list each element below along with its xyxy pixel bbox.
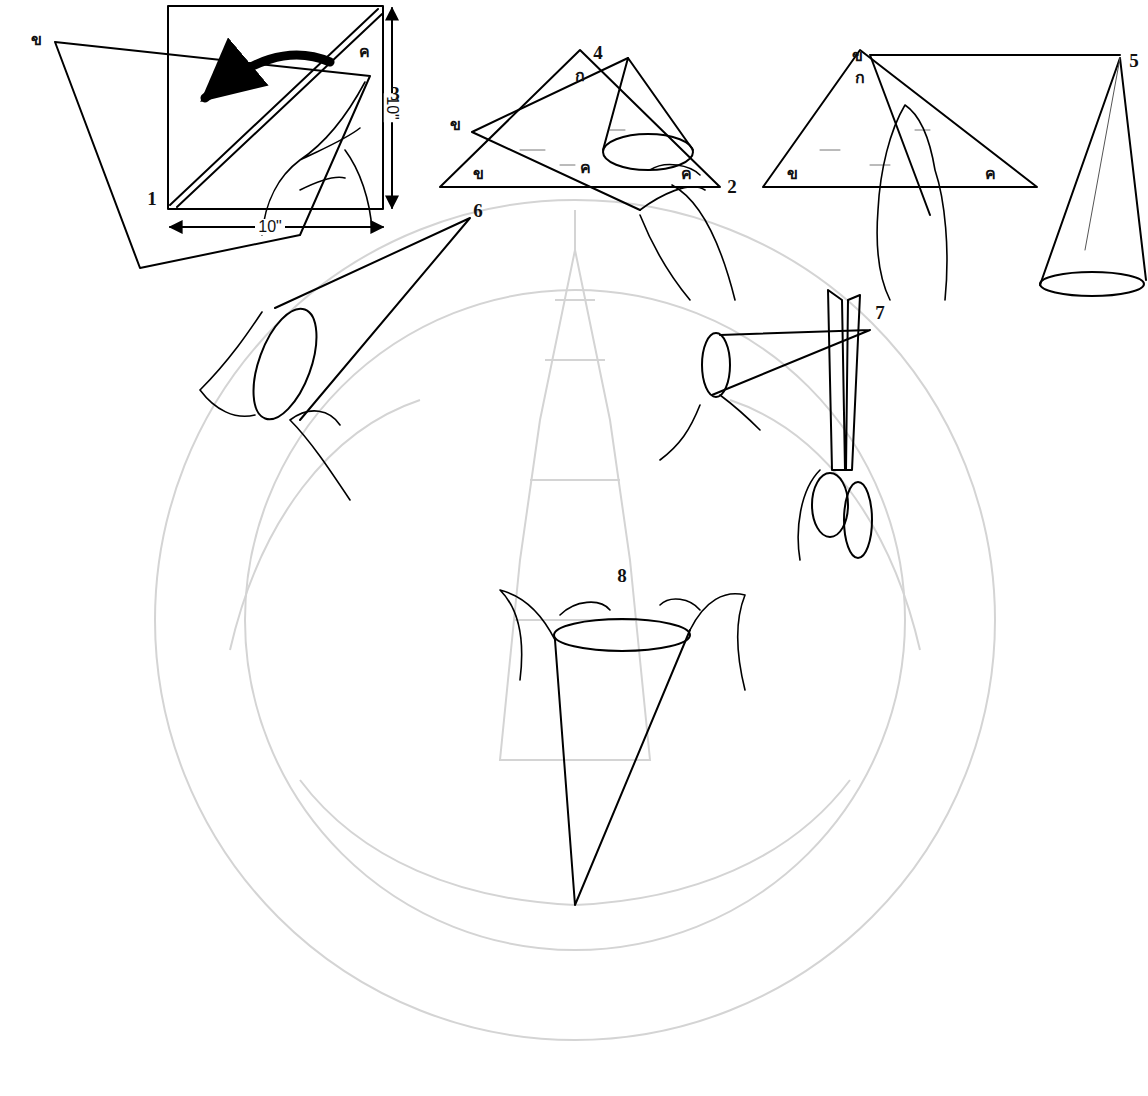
paper-fold (870, 55, 1120, 215)
step-number: 6 (473, 201, 483, 220)
dimension-label: 10" (255, 219, 284, 235)
corner-label: ข (31, 32, 42, 48)
step-number: 2 (727, 177, 737, 196)
watermark-emblem (155, 200, 995, 1040)
corner-label: ข (787, 166, 798, 182)
corner-label: ค (580, 160, 591, 176)
paper-fold (472, 58, 640, 210)
step-number: 7 (875, 303, 885, 322)
corner-label: ข (852, 48, 863, 64)
paper-triangle (440, 50, 720, 187)
corner-label: ค (681, 166, 692, 182)
step-number: 5 (1129, 51, 1139, 70)
corner-label: ค (359, 44, 370, 60)
corner-label: ค (985, 166, 996, 182)
paper-triangle (763, 50, 1037, 187)
step-number: 8 (617, 566, 627, 585)
corner-label: ก (855, 70, 865, 86)
corner-label: ข (450, 117, 461, 133)
scissors (828, 290, 860, 470)
paper-fold (55, 42, 370, 268)
paper-cone (275, 218, 470, 420)
step-number: 4 (593, 43, 603, 62)
paper-cone (555, 630, 690, 905)
step-number: 3 (390, 84, 400, 103)
step-number: 1 (147, 189, 157, 208)
corner-label: ข (473, 166, 484, 182)
corner-label: ก (575, 68, 585, 84)
